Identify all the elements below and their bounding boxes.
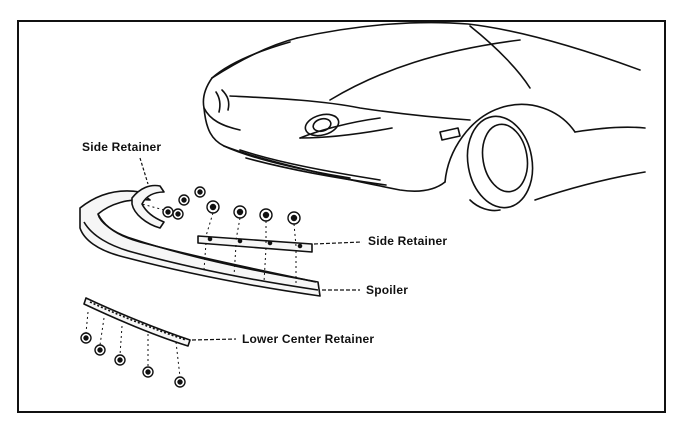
side-retainer-right-label: Side Retainer xyxy=(368,234,448,248)
side-retainer-right-part xyxy=(197,235,313,253)
car-front-illustration xyxy=(202,21,646,212)
spoiler-label: Spoiler xyxy=(366,283,409,297)
diagram-frame xyxy=(17,20,666,413)
side-retainer-upper-part xyxy=(131,184,165,229)
alignment-lines xyxy=(85,203,297,378)
label-leaders xyxy=(191,241,363,341)
lower-center-retainer-label: Lower Center Retainer xyxy=(242,332,375,346)
spoiler-part xyxy=(79,190,321,297)
side-retainer-upper-leader xyxy=(139,157,149,185)
side-retainer-upper-label: Side Retainer xyxy=(82,140,162,154)
lower-center-retainer-part xyxy=(83,297,191,347)
